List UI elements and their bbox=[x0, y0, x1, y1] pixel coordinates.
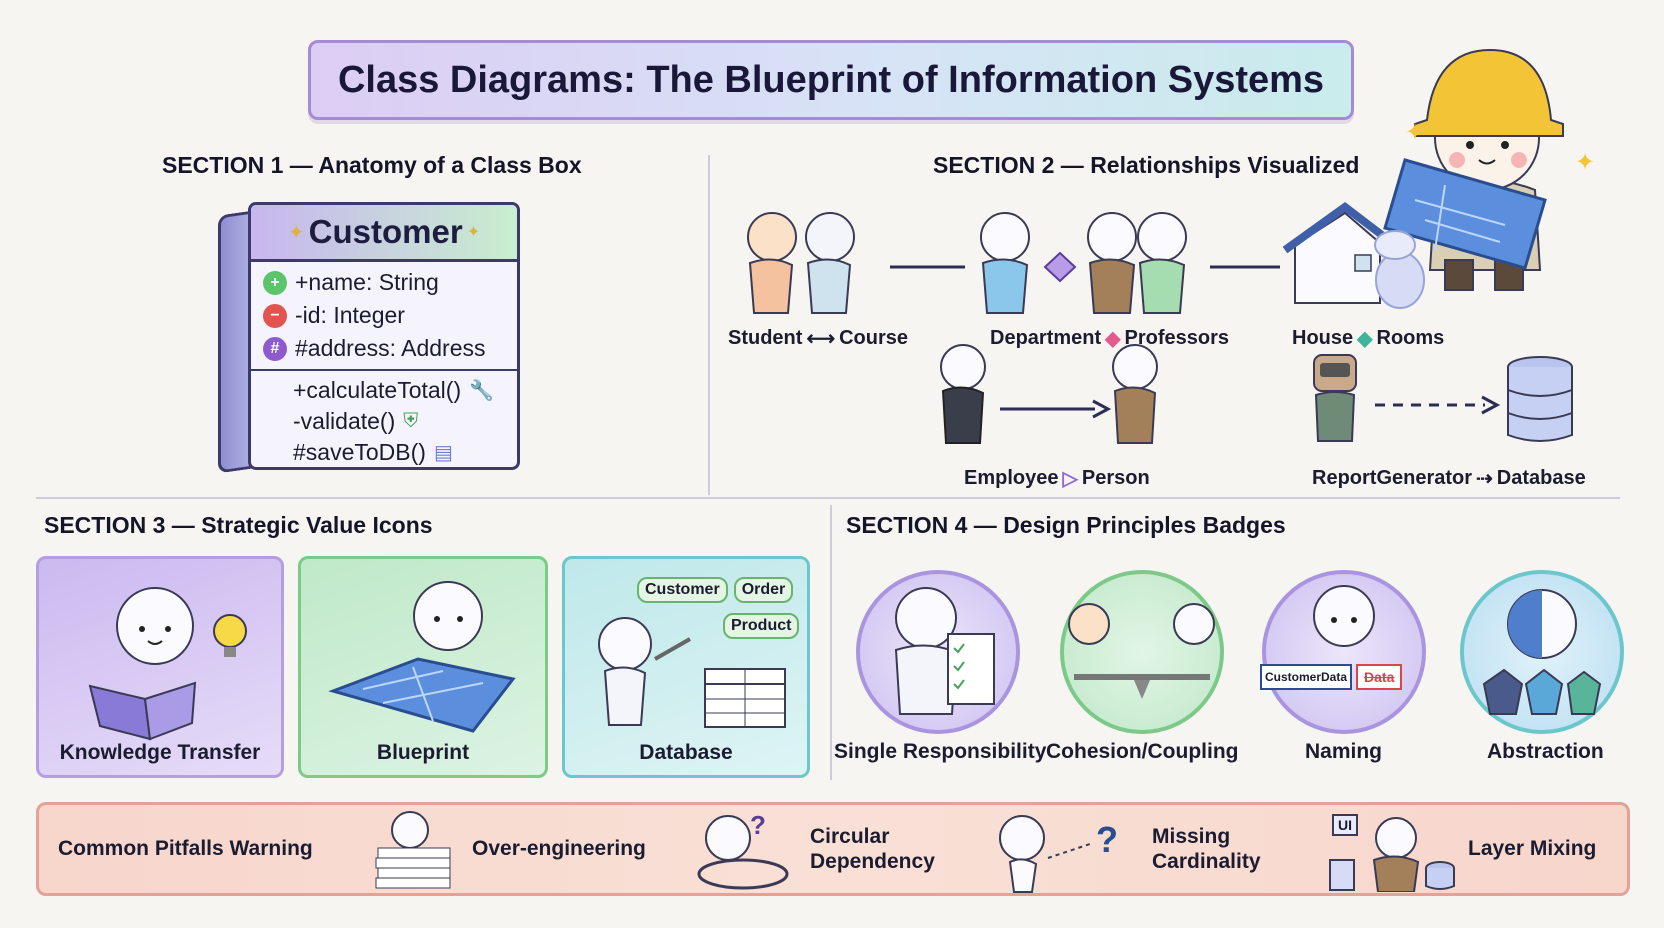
vertical-divider bbox=[708, 155, 710, 495]
minus-icon: − bbox=[263, 303, 287, 328]
pitfall-item-label: Layer Mixing bbox=[1468, 837, 1597, 860]
database-icon: ▤ bbox=[433, 442, 453, 464]
bidirectional-arrow-icon: ⟷ bbox=[806, 328, 836, 350]
relation-reportgenerator-database: ReportGenerator ⇢ Database bbox=[1312, 467, 1586, 490]
section4-heading: SECTION 4 — Design Principles Badges bbox=[846, 512, 1286, 538]
pitfall-item-label: Circular Dependency bbox=[810, 825, 935, 873]
sparkle-icon: ✦ bbox=[466, 224, 481, 241]
circular-arrow-icon: ? bbox=[697, 810, 789, 890]
hash-icon: # bbox=[263, 336, 287, 361]
attribute-row: # #address: Address bbox=[251, 332, 517, 365]
vertical-divider bbox=[830, 505, 832, 780]
badge-label: Naming bbox=[1305, 740, 1383, 763]
value-card-database: Customer Order Product Database bbox=[562, 556, 810, 778]
relation-house-rooms: House ◆ Rooms bbox=[1292, 327, 1445, 350]
attribute-row: − -id: Integer bbox=[251, 299, 517, 332]
value-card-blueprint: Blueprint bbox=[298, 556, 548, 778]
title-banner: Class Diagrams: The Blueprint of Informa… bbox=[308, 40, 1354, 120]
section2-heading: SECTION 2 — Relationships Visualized bbox=[933, 152, 1360, 178]
attribute-row: + +name: String bbox=[251, 266, 517, 299]
section3-heading: SECTION 3 — Strategic Value Icons bbox=[44, 512, 433, 538]
tag-customerdata: CustomerData bbox=[1260, 664, 1353, 690]
checklist-icon bbox=[894, 587, 995, 715]
method-row: #saveToDB() ▤ bbox=[293, 439, 453, 465]
class-box: ✦ Customer ✦ + +name: String − -id: Inte… bbox=[248, 202, 520, 470]
badge-label: Abstraction bbox=[1487, 740, 1604, 763]
section1-heading: SECTION 1 — Anatomy of a Class Box bbox=[162, 152, 582, 178]
layer-mixing-icon: UI bbox=[1328, 812, 1468, 892]
pitfall-item-label: Over-engineering bbox=[472, 837, 646, 860]
relation-employee-person: Employee ▷ Person bbox=[964, 467, 1150, 490]
svg-text:✦: ✦ bbox=[1405, 119, 1425, 146]
abstraction-icon bbox=[1482, 589, 1602, 715]
paper-stack-icon bbox=[375, 811, 451, 889]
composition-diamond-icon: ◆ bbox=[1357, 328, 1373, 350]
wrench-icon: 🔧 bbox=[469, 380, 495, 402]
tag-customer: Customer bbox=[637, 577, 728, 603]
layer-mixing-figure bbox=[1329, 817, 1455, 892]
relation-department-professors: Department ◆ Professors bbox=[990, 327, 1230, 350]
inheritance-triangle-icon: ▷ bbox=[1062, 468, 1078, 490]
page-title: Class Diagrams: The Blueprint of Informa… bbox=[337, 58, 1325, 101]
question-mark-icon: ? bbox=[999, 815, 1118, 893]
badge-single-responsibility bbox=[856, 570, 1020, 734]
svg-text:?: ? bbox=[750, 810, 766, 840]
badge-abstraction bbox=[1460, 570, 1624, 734]
book-figure-icon bbox=[88, 587, 247, 741]
database-icon bbox=[1507, 356, 1573, 442]
pitfalls-title: Common Pitfalls Warning bbox=[58, 837, 313, 860]
construction-mascot: ✦ ✦ bbox=[1383, 48, 1595, 291]
method-row: -validate() ⛨ bbox=[293, 408, 419, 434]
badge-label: Cohesion/Coupling bbox=[1046, 740, 1239, 763]
tag-product: Product bbox=[723, 613, 800, 639]
pitfall-item-label: Missing Cardinality bbox=[1152, 825, 1261, 873]
value-card-knowledge-transfer: Knowledge Transfer bbox=[36, 556, 284, 778]
sparkle-icon: ✦ bbox=[287, 221, 305, 244]
class-name-row: ✦ Customer ✦ bbox=[251, 205, 517, 262]
database-table-icon bbox=[598, 617, 786, 728]
badge-naming: CustomerData Data bbox=[1260, 570, 1426, 734]
tag-order: Order bbox=[733, 577, 794, 603]
ui-tag: UI bbox=[1332, 814, 1358, 836]
aggregation-diamond-icon: ◆ bbox=[1105, 328, 1121, 350]
name-figure-icon bbox=[1313, 585, 1375, 647]
tag-data: Data bbox=[1356, 664, 1403, 690]
svg-text:✦: ✦ bbox=[1575, 149, 1595, 176]
plus-icon: + bbox=[263, 270, 287, 295]
blueprint-figure-icon bbox=[328, 581, 516, 733]
relationships-illustration bbox=[747, 202, 1573, 444]
balance-scale-icon bbox=[1068, 603, 1215, 699]
horizontal-divider bbox=[36, 497, 1620, 499]
badge-cohesion-coupling bbox=[1060, 570, 1224, 734]
dependency-arrow-icon: ⇢ bbox=[1476, 468, 1493, 490]
method-row: +calculateTotal() 🔧 bbox=[293, 377, 495, 403]
class-name: Customer bbox=[308, 213, 463, 250]
svg-text:?: ? bbox=[1096, 819, 1118, 860]
pitfalls-bar bbox=[36, 802, 1630, 896]
relation-student-course: Student ⟷ Course bbox=[728, 327, 909, 350]
course-figure bbox=[805, 212, 855, 314]
badge-label: Single Responsibility bbox=[834, 740, 1047, 763]
shield-icon: ⛨ bbox=[403, 410, 419, 432]
student-figure bbox=[747, 212, 797, 314]
